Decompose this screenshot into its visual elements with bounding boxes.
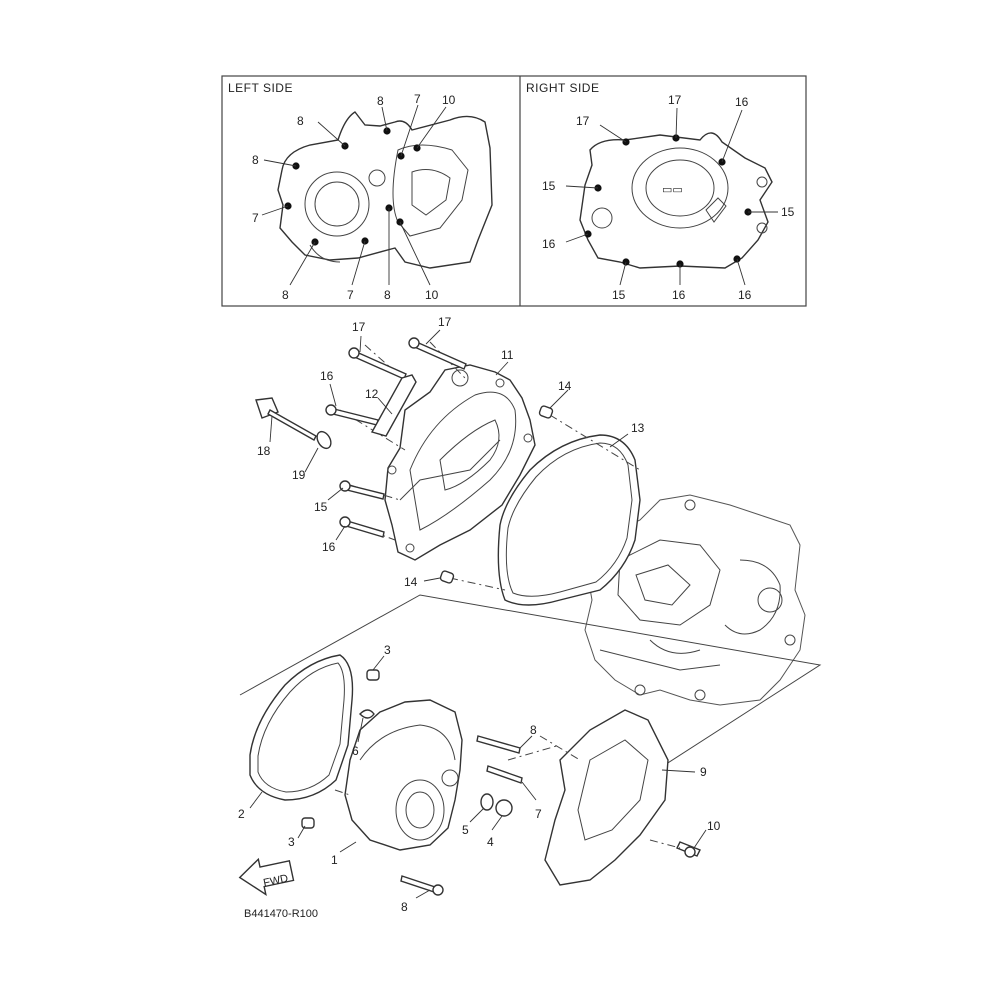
callout-17b: 17 — [438, 315, 452, 329]
callout-14a: 14 — [558, 379, 572, 393]
o-ring-5 — [480, 793, 494, 811]
callout-leaders — [249, 329, 707, 899]
bolt-8a — [476, 735, 521, 754]
callout-8a: 8 — [530, 723, 537, 737]
callout-19: 19 — [292, 468, 306, 482]
callout-right-left-17: 17 — [576, 114, 590, 128]
left-side-view: 8 8 7 10 8 7 8 7 8 10 — [252, 92, 493, 302]
callout-2: 2 — [238, 807, 245, 821]
crankcase-cover-right — [384, 364, 536, 561]
callout-6: 6 — [352, 744, 359, 758]
callout-1: 1 — [331, 853, 338, 867]
callout-left-bottom-7: 7 — [347, 288, 354, 302]
clip-6 — [359, 709, 375, 719]
reference-plane — [239, 594, 822, 769]
callout-right-bottom-15: 15 — [612, 288, 626, 302]
sprocket-cover-9 — [544, 709, 669, 886]
crankcase-cover-left — [344, 699, 463, 851]
right-side-view: ▭▭ 17 17 16 15 15 16 15 — [542, 93, 795, 302]
callout-12: 12 — [365, 387, 379, 401]
callout-9: 9 — [700, 765, 707, 779]
callout-right-top-16: 16 — [735, 95, 749, 109]
bolt-17a — [348, 347, 407, 380]
callout-left-7: 7 — [252, 211, 259, 225]
callout-right-top-17: 17 — [668, 93, 682, 107]
dowel-3a — [366, 669, 380, 681]
callout-left-mid-8: 8 — [252, 153, 259, 167]
callout-left-top-7: 7 — [414, 92, 421, 106]
right-side-title: RIGHT SIDE — [526, 81, 599, 95]
callout-right-left-15: 15 — [542, 179, 556, 193]
callout-left-bottom-8b: 8 — [384, 288, 391, 302]
callout-right-left-16: 16 — [542, 237, 556, 251]
callout-3a: 3 — [384, 643, 391, 657]
plug-4 — [495, 799, 513, 817]
callout-3b: 3 — [288, 835, 295, 849]
dowel-14a — [538, 405, 554, 419]
callout-11: 11 — [501, 348, 514, 362]
callout-left-top-10: 10 — [442, 93, 456, 107]
svg-text:▭▭: ▭▭ — [662, 184, 683, 196]
callout-4: 4 — [487, 835, 494, 849]
fwd-arrow-icon: FWD — [238, 857, 295, 896]
callout-left-bottom-8a: 8 — [282, 288, 289, 302]
callout-8b: 8 — [401, 900, 408, 914]
callout-13: 13 — [631, 421, 645, 435]
bolt-17b — [408, 337, 467, 370]
callout-7: 7 — [535, 807, 542, 821]
callout-left-upper-8: 8 — [297, 114, 304, 128]
callout-18: 18 — [257, 444, 271, 458]
callout-labels: 17 17 11 16 12 14 13 18 19 15 16 14 3 6 … — [238, 315, 721, 914]
bolt-15 — [339, 480, 385, 500]
bracket-12 — [370, 374, 417, 437]
callout-left-top-8: 8 — [377, 94, 384, 108]
callout-17a: 17 — [352, 320, 366, 334]
callout-left-bottom-10: 10 — [425, 288, 439, 302]
callout-16a: 16 — [320, 369, 334, 383]
o-ring-19 — [316, 430, 332, 450]
cover-gasket-2 — [249, 654, 354, 801]
fwd-label: FWD — [262, 873, 289, 890]
callout-16b: 16 — [322, 540, 336, 554]
diagram-code: B441470-R100 — [244, 908, 318, 920]
callout-right-bottom-16a: 16 — [672, 288, 686, 302]
dowel-3b — [301, 817, 315, 829]
oil-dipstick-18 — [255, 397, 317, 441]
bolt-16b — [339, 516, 385, 538]
callout-right-bottom-16b: 16 — [738, 288, 752, 302]
cover-gasket-13 — [497, 434, 641, 606]
callout-right-right-15: 15 — [781, 205, 795, 219]
bolt-7 — [486, 765, 523, 784]
left-side-title: LEFT SIDE — [228, 81, 293, 95]
callout-14b: 14 — [404, 575, 418, 589]
callout-10: 10 — [707, 819, 721, 833]
dowel-14b — [439, 570, 455, 584]
callout-5: 5 — [462, 823, 469, 837]
callout-15: 15 — [314, 500, 328, 514]
inset-panels: LEFT SIDE RIGHT SIDE — [221, 75, 807, 307]
bolt-16a — [325, 404, 379, 426]
